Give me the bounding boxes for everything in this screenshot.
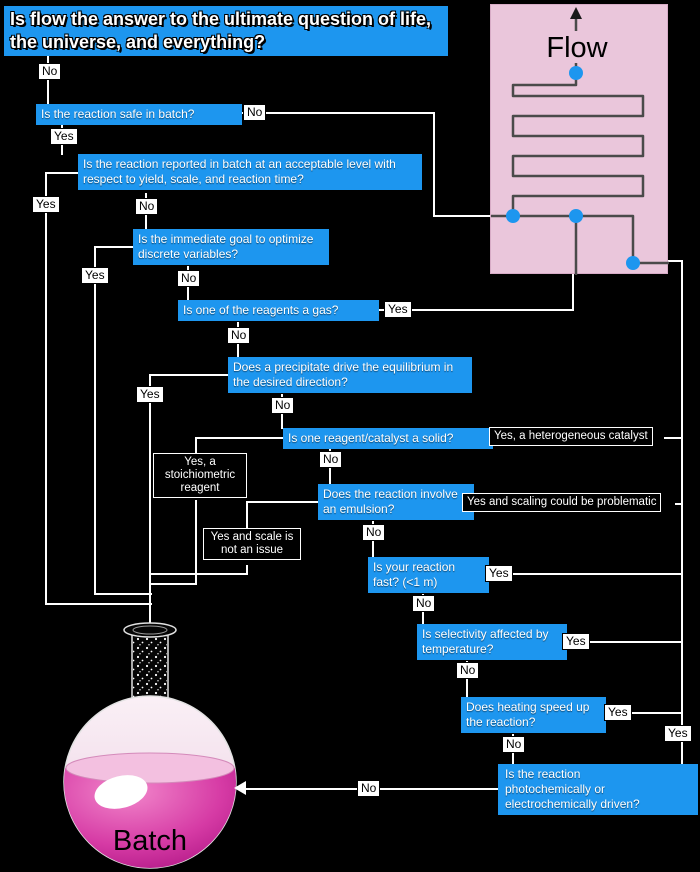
- decision-optimize-discrete: Is the immediate goal to optimize discre…: [133, 229, 329, 265]
- arrowhead-to-batch: [234, 781, 246, 795]
- connector-line: [45, 172, 47, 605]
- flow-inlet-dot: [569, 209, 583, 223]
- batch-label: Batch: [113, 825, 187, 857]
- flow-coil-graphic: Flow: [491, 7, 669, 275]
- edge-label-no-selectivity: No: [456, 662, 480, 679]
- connector-line: [46, 172, 79, 174]
- connector-line: [433, 112, 435, 217]
- decision-solid: Is one reagent/catalyst a solid?: [283, 428, 493, 449]
- connector-line: [95, 246, 134, 248]
- edge-label-no-optimize: No: [177, 270, 201, 287]
- flow-label: Flow: [546, 32, 608, 64]
- edge-label-yes-fast: Yes: [485, 565, 513, 582]
- edge-label-no-heating: No: [502, 736, 526, 753]
- flow-label-backing: [541, 31, 617, 63]
- liquid-surface: [65, 752, 235, 784]
- flow-inlet-dot: [506, 209, 520, 223]
- edge-label-no-solid: No: [319, 451, 343, 468]
- decision-reported-in-batch: Is the reaction reported in batch at an …: [78, 154, 422, 190]
- connector-line: [94, 593, 152, 595]
- decision-reagent-gas: Is one of the reagents a gas?: [178, 300, 379, 321]
- edge-label-yes-gas: Yes: [384, 301, 412, 318]
- connector-line: [45, 603, 152, 605]
- edge-label-yes-photo: Yes: [664, 725, 692, 742]
- edge-label-no-title: No: [38, 63, 62, 80]
- connector-line: [664, 437, 683, 439]
- connector-line: [149, 374, 151, 626]
- decision-emulsion: Does the reaction involve an emulsion?: [318, 484, 474, 520]
- flask-mouth: [123, 622, 177, 638]
- flow-inlet-dot: [626, 256, 640, 270]
- connector-line: [466, 661, 468, 699]
- decision-heating: Does heating speed up the reaction?: [461, 697, 606, 733]
- decision-safe-in-batch: Is the reaction safe in batch?: [36, 104, 242, 125]
- liquid-highlight: [94, 775, 148, 809]
- edge-label-no-photo: No: [357, 780, 381, 797]
- connector-line: [479, 573, 683, 575]
- title-question: Is flow the answer to the ultimate quest…: [4, 6, 448, 56]
- connector-line: [247, 501, 319, 503]
- connector-line: [246, 501, 248, 530]
- outcome-emulsion-scale-ok: Yes and scale is not an issue: [203, 528, 301, 560]
- flow-outlet-arrowhead: [570, 7, 582, 19]
- connector-line: [232, 112, 435, 114]
- edge-label-no-gas: No: [227, 327, 251, 344]
- batch-flask: Batch: [63, 622, 237, 869]
- decision-photo-electro: Is the reaction photochemically or elect…: [498, 764, 698, 815]
- edge-label-no-emulsion: No: [362, 524, 386, 541]
- outcome-heterogeneous-catalyst: Yes, a heterogeneous catalyst: [489, 427, 653, 446]
- edge-label-no-reported: No: [135, 198, 159, 215]
- connector-line: [572, 274, 574, 311]
- connector-line: [149, 573, 248, 575]
- flow-coil: [511, 15, 645, 265]
- decision-precipitate: Does a precipitate drive the equilibrium…: [228, 357, 472, 393]
- connector-line: [195, 437, 197, 456]
- connector-line: [668, 260, 683, 262]
- connector-line: [149, 583, 197, 585]
- connector-line: [675, 503, 683, 505]
- flask-mouth-inner: [132, 625, 168, 635]
- connector-line: [681, 260, 683, 766]
- edge-label-no-precipitate: No: [271, 397, 295, 414]
- flow-inlet-dot: [569, 66, 583, 80]
- flow-inlet-tails: [491, 214, 669, 275]
- edge-label-no-safe: No: [243, 104, 267, 121]
- connector-line: [596, 712, 683, 714]
- edge-label-yes-heating: Yes: [604, 704, 632, 721]
- connector-line: [433, 215, 492, 217]
- decision-fast: Is your reaction fast? (<1 m): [368, 557, 489, 593]
- edge-label-yes-optimize: Yes: [81, 267, 109, 284]
- edge-label-yes-reported: Yes: [32, 196, 60, 213]
- decision-selectivity: Is selectivity affected by temperature?: [417, 624, 567, 660]
- connector-line: [557, 641, 683, 643]
- edge-label-no-fast: No: [412, 595, 436, 612]
- edge-label-yes-selectivity: Yes: [562, 633, 590, 650]
- outcome-emulsion-scaling-problem: Yes and scaling could be problematic: [462, 493, 662, 512]
- flask-neck-speckles: [133, 631, 167, 699]
- connector-line: [47, 56, 49, 104]
- connector-line: [196, 437, 284, 439]
- connector-line: [195, 500, 197, 585]
- connector-line: [150, 374, 229, 376]
- connector-line: [246, 565, 248, 575]
- edge-label-yes-safe: Yes: [50, 128, 78, 145]
- outcome-stoichiometric-reagent: Yes, a stoichiometric reagent: [153, 453, 247, 498]
- connector-line: [368, 309, 574, 311]
- edge-label-yes-precipitate: Yes: [136, 386, 164, 403]
- flow-reactor-unit: Flow: [490, 4, 669, 275]
- connector-line: [94, 246, 96, 595]
